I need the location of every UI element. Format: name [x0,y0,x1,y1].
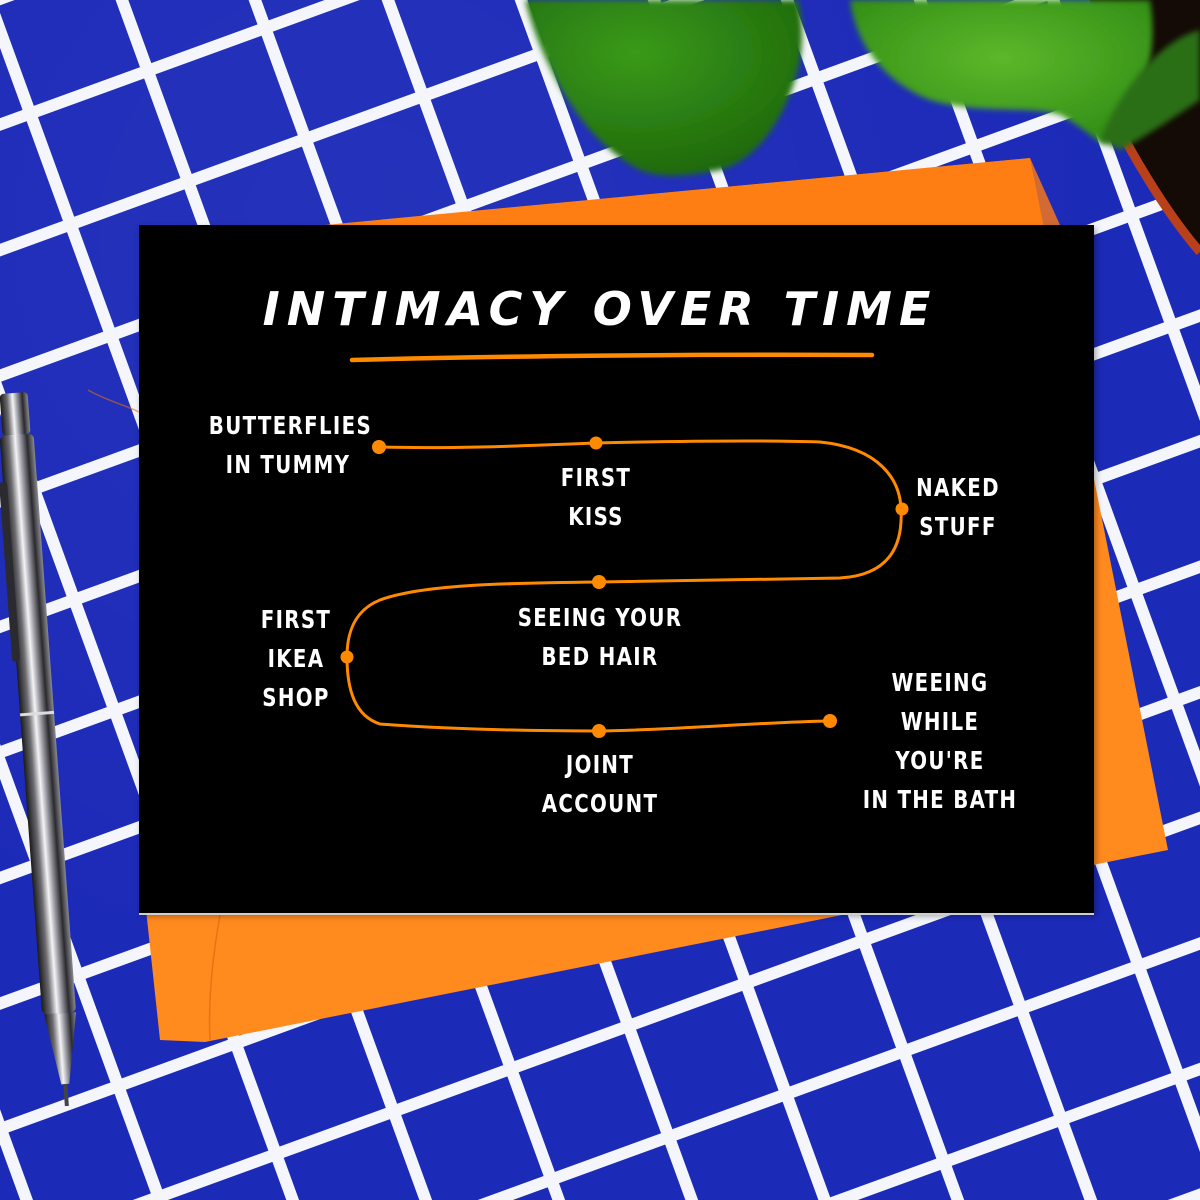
label-joint-account: JOINT ACCOUNT [541,750,659,818]
label-weeing-while-youre-in-the-bath: WEEING WHILE YOU'RE IN THE BATH [862,668,1018,814]
milestone-dot-first-kiss [589,436,603,450]
milestone-dot-ikea [340,650,354,664]
milestone-dot-butterflies [372,440,386,454]
card-title: INTIMACY OVER TIME [262,282,938,336]
timeline-path [345,439,903,733]
milestone-dot-naked-stuff [895,502,909,516]
title-underline [349,352,875,363]
milestone-dot-bed-hair [592,575,606,589]
greeting-card [139,225,1094,913]
label-naked-stuff: NAKED STUFF [916,473,1000,541]
label-first-ikea-shop: FIRST IKEA SHOP [260,605,332,712]
label-butterflies-in-tummy: BUTTERFLIES IN TUMMY [208,411,373,479]
label-first-kiss: FIRST KISS [560,463,632,531]
milestone-dot-joint-account [592,724,606,738]
milestone-dot-weeing [823,714,837,728]
label-seeing-your-bed-hair: SEEING YOUR BED HAIR [517,603,683,671]
